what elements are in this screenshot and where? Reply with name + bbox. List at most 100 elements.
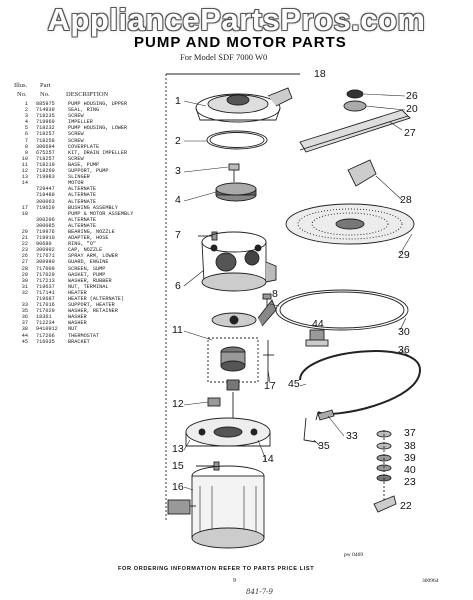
illus-no: 8	[24, 143, 28, 150]
illus-no: 28	[21, 265, 28, 272]
illus-no: 35	[21, 308, 28, 315]
callout-2: 2	[175, 135, 181, 147]
part-no: 719969	[36, 119, 55, 126]
part-no: 675257	[36, 149, 55, 156]
seal-ring	[206, 130, 268, 150]
illus-no: 44	[21, 332, 28, 339]
part-description: RING, "O"	[68, 241, 97, 248]
parts-row: 14 MOTOR	[14, 180, 170, 186]
watermark: AppliancePartsPros.com	[47, 2, 426, 37]
part-description: ALTERNATE	[68, 192, 97, 199]
part-no: 717029	[36, 308, 55, 315]
callout-15: 15	[172, 460, 184, 472]
washer-35	[303, 417, 317, 443]
part-no: 300206	[36, 216, 55, 223]
illus-no: 1	[24, 101, 28, 107]
part-description: SCREEN, SUMP	[68, 265, 106, 272]
pump-gasket	[275, 289, 409, 331]
part-description: SUPPORT, HEATER	[68, 302, 115, 309]
illus-no: 18	[21, 210, 28, 217]
callout-3: 3	[175, 165, 181, 177]
pump-base	[207, 337, 259, 420]
illus-no: 31	[21, 283, 28, 290]
part-no: 729447	[36, 186, 55, 193]
part-no: 716035	[36, 338, 55, 345]
callout-45: 45	[288, 378, 300, 390]
part-no: 712234	[36, 320, 55, 327]
callout-38: 38	[404, 440, 416, 452]
part-no: 18361	[36, 314, 52, 321]
callout-4: 4	[175, 194, 181, 206]
part-no: 300980	[36, 259, 55, 266]
illus-no: 32	[21, 289, 28, 296]
part-description: SCREW	[68, 155, 84, 162]
part-no: 9410912	[36, 326, 58, 333]
part-description: PUMP HOUSING, LOWER	[68, 125, 128, 132]
parts-row: 719687 HEATER (ALTERNATE)	[14, 296, 170, 302]
illus-no: 2	[24, 107, 28, 114]
callout-39: 39	[404, 452, 416, 464]
illus-no: 26	[21, 253, 28, 260]
part-no: 300085	[36, 222, 55, 229]
part-no: 719976	[36, 228, 55, 235]
illus-no: 14	[21, 180, 28, 187]
illus-no: 7	[24, 137, 28, 144]
leader-lines	[183, 93, 417, 491]
part-no: 717206	[36, 332, 55, 339]
part-description: HEATER (ALTERNATE)	[68, 296, 125, 302]
drain-impeller-plate	[211, 299, 277, 328]
callout-22: 22	[400, 500, 412, 512]
callout-36: 36	[398, 344, 410, 356]
part-no: 885975	[36, 101, 55, 107]
thermostat	[305, 329, 329, 347]
illus-no: 30	[21, 277, 28, 284]
header-part: Part	[40, 82, 51, 89]
callout-37: 37	[404, 427, 416, 439]
callout-14: 14	[262, 453, 274, 465]
part-no: 300063	[36, 198, 55, 205]
callout-30: 30	[398, 326, 410, 338]
page-title: PUMP AND MOTOR PARTS	[134, 34, 347, 51]
illus-no: 33	[21, 302, 28, 309]
part-no: 719910	[36, 235, 55, 242]
part-no: 719629	[36, 204, 55, 211]
part-description: COVERPLATE	[68, 143, 100, 150]
heater-support	[317, 409, 335, 421]
illus-no: 37	[21, 320, 28, 327]
part-no: 718219	[36, 161, 55, 168]
part-no: 718232	[36, 125, 55, 132]
part-no: 718480	[36, 192, 55, 199]
part-description: MOTOR	[68, 180, 84, 187]
part-no: 718257	[36, 155, 55, 162]
illus-no: 36	[21, 314, 28, 321]
callout-23: 23	[404, 476, 416, 488]
illus-no: 6	[24, 131, 28, 138]
callout-44: 44	[312, 318, 324, 330]
part-description: ALTERNATE	[68, 186, 97, 193]
illus-no: 13	[21, 174, 28, 181]
part-no: 718258	[36, 137, 55, 144]
part-description: KIT, DRAIN IMPELLER	[68, 149, 128, 156]
callout-20: 20	[406, 103, 418, 115]
part-description: PUMP & MOTOR ASSEMBLY	[68, 210, 134, 217]
part-no: 719637	[36, 283, 55, 290]
part-no: 719687	[36, 296, 55, 302]
